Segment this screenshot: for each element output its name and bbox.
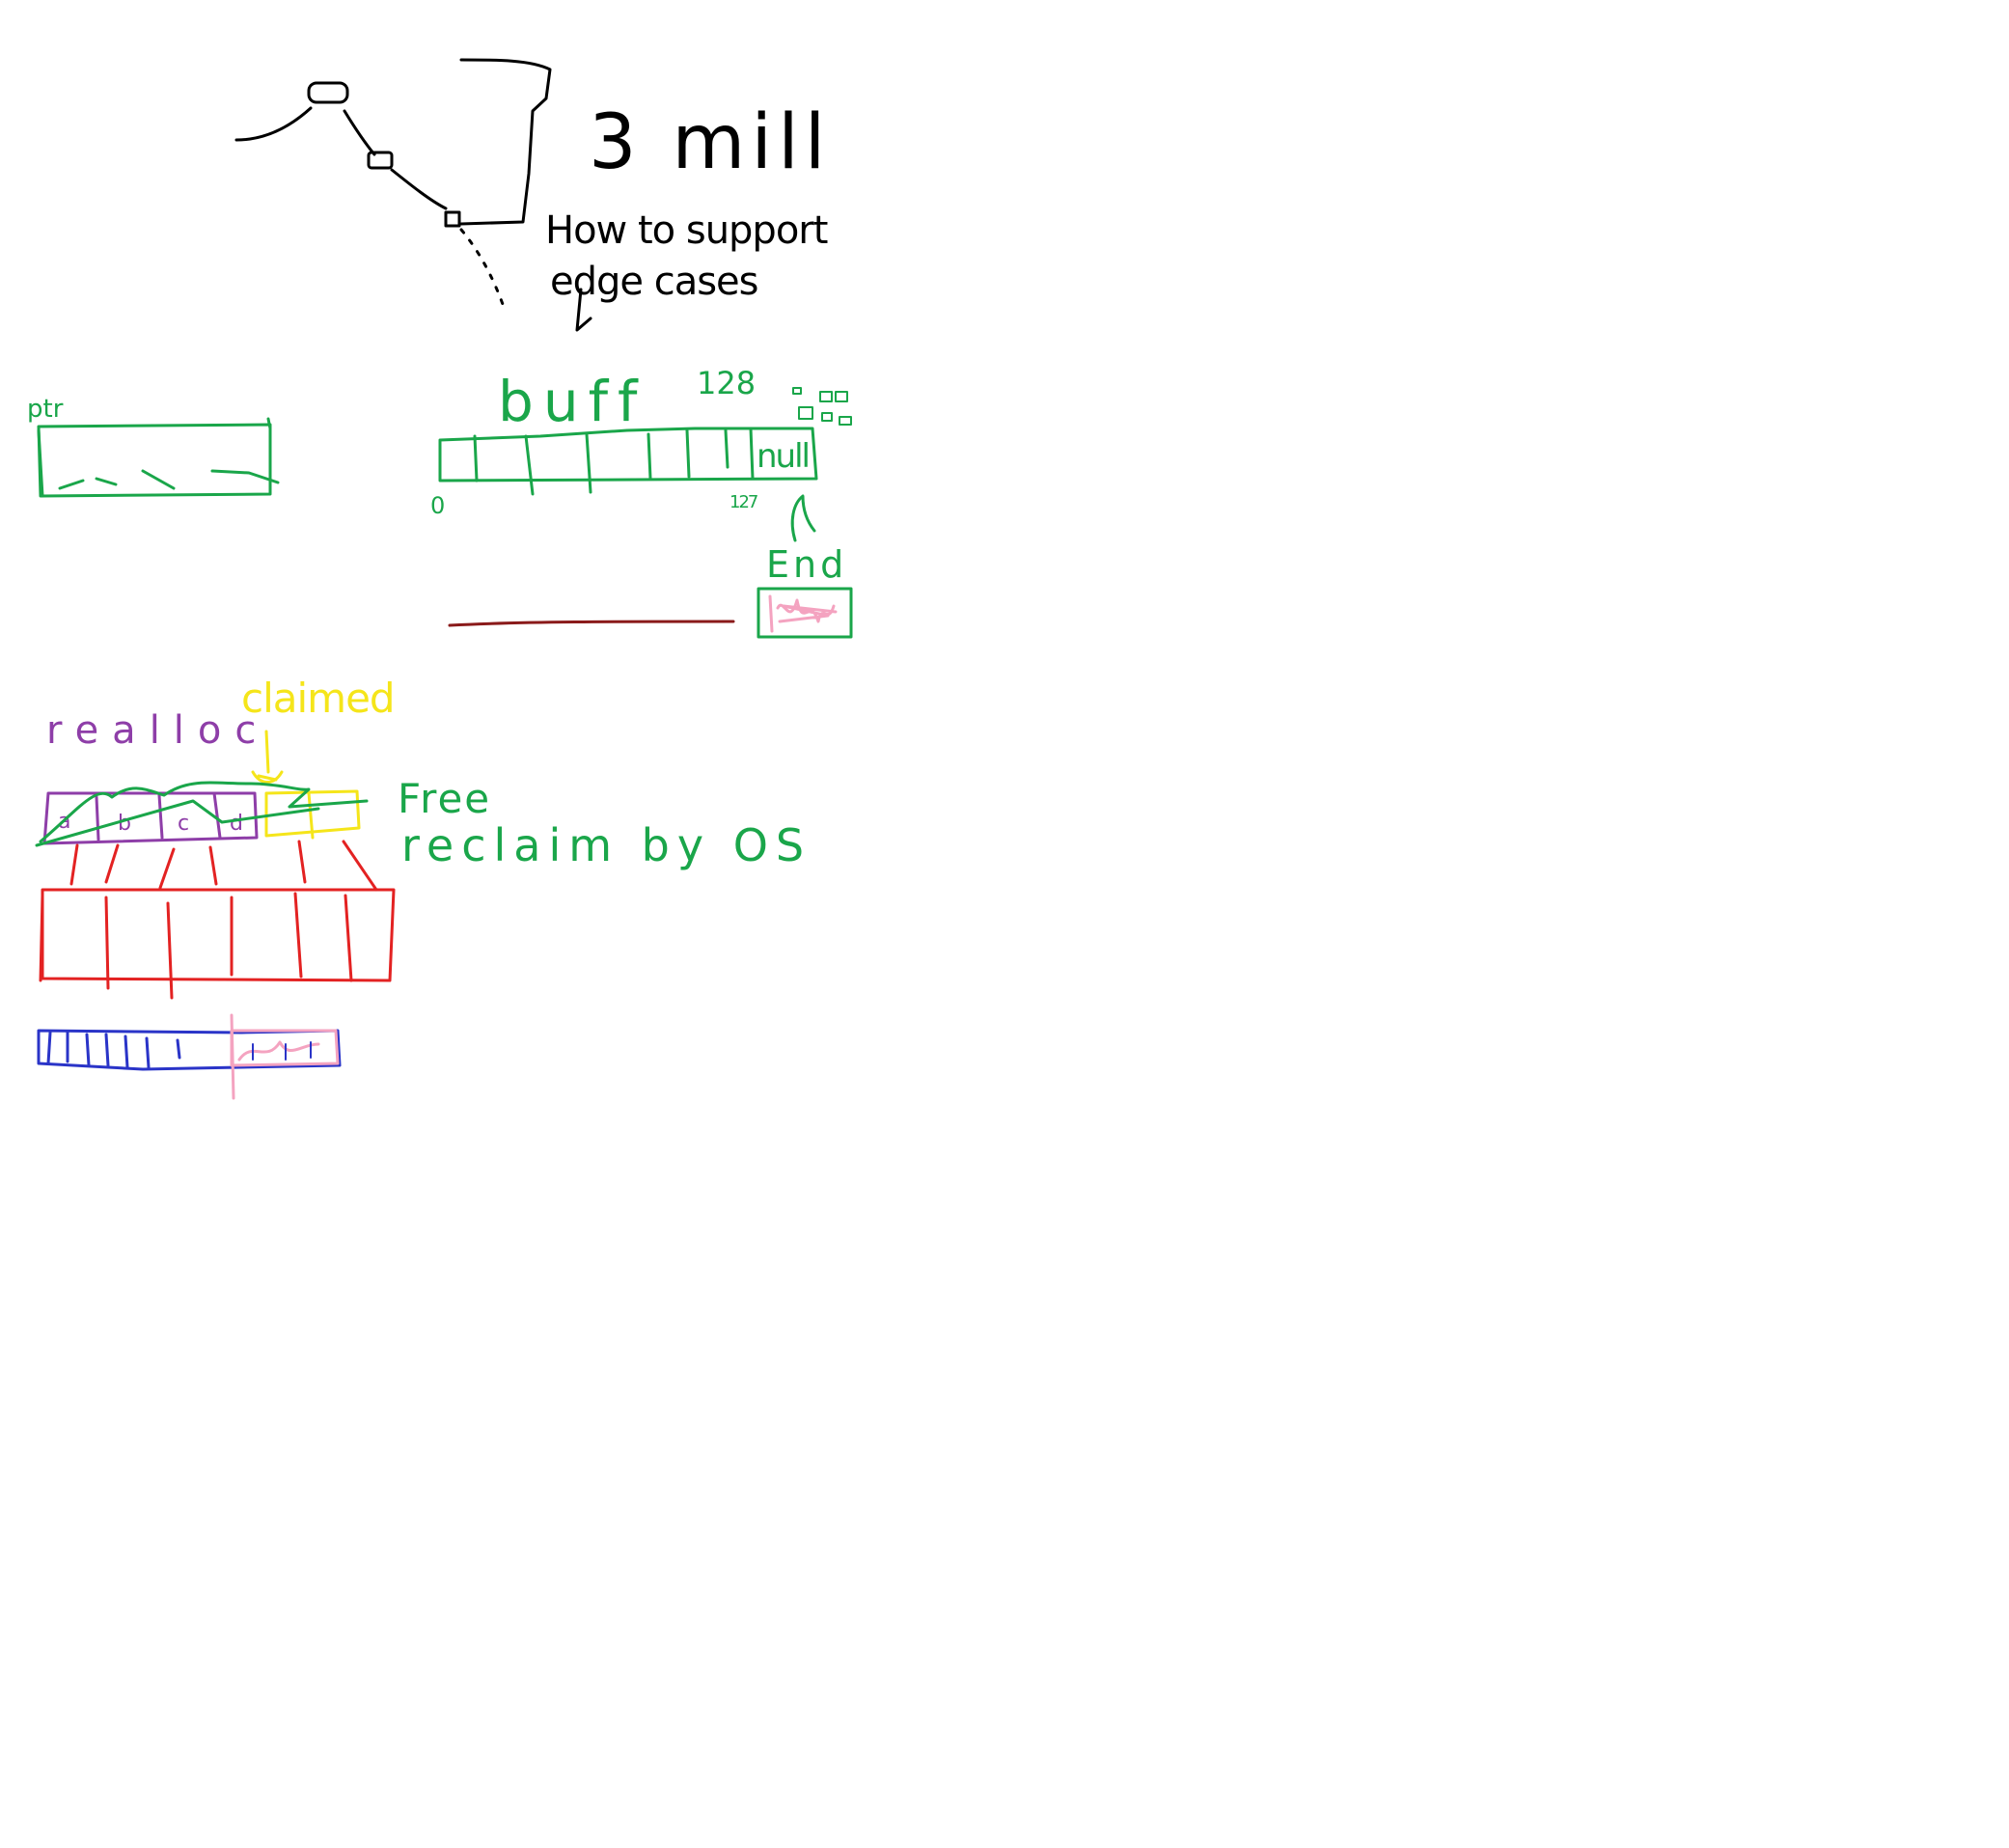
buffer-end-index: 127 — [729, 492, 757, 512]
blue-overlay-ticks — [252, 1041, 312, 1061]
free-scribble — [35, 781, 369, 847]
end-arrow — [790, 494, 816, 542]
cell-letter-d: d — [230, 812, 243, 836]
blue-array — [37, 1029, 342, 1071]
buffer-label: buff — [498, 369, 647, 434]
cell-letter-b: b — [118, 812, 131, 836]
end-box-scribble — [768, 594, 838, 633]
cell-letter-c: c — [178, 812, 189, 836]
tree-left-branch — [234, 106, 313, 142]
claimed-arrow — [251, 730, 284, 784]
buffer-start-index: 0 — [430, 492, 445, 519]
buffer-array — [438, 427, 818, 496]
reclaim-label: reclaim by OS — [401, 819, 812, 871]
question-line-1: How to support — [545, 208, 828, 253]
free-label: Free — [398, 775, 491, 822]
ptr-box — [37, 417, 280, 498]
claimed-cells — [264, 789, 361, 840]
buffer-null-cell: null — [757, 437, 809, 476]
question-underline-stroke — [575, 288, 592, 332]
red-array — [39, 888, 396, 1000]
tree-sketch — [234, 58, 552, 309]
count-label: 3 mill — [589, 99, 831, 186]
end-label: End — [766, 543, 847, 586]
tree-edge-2 — [390, 168, 448, 210]
tree-node-2 — [367, 151, 394, 170]
buffer-scribble-squares — [792, 387, 852, 426]
tree-edge-1 — [343, 109, 376, 156]
buffer-size: 128 — [697, 365, 756, 401]
realloc-array — [42, 791, 259, 845]
realloc-label: realloc — [46, 708, 269, 753]
tree-node-3 — [444, 210, 461, 228]
ptr-box-arrows — [58, 469, 280, 490]
end-box — [757, 587, 853, 639]
ptr-label: ptr — [27, 395, 64, 424]
tree-dotted-edge — [459, 228, 506, 309]
pink-overlay — [230, 1013, 340, 1100]
tree-bracket — [459, 58, 552, 226]
claimed-label: claimed — [241, 675, 395, 722]
tree-root-node — [307, 81, 349, 104]
red-connectors — [69, 840, 378, 892]
darkred-line — [448, 620, 735, 627]
question-line-2: edge cases — [550, 260, 758, 304]
